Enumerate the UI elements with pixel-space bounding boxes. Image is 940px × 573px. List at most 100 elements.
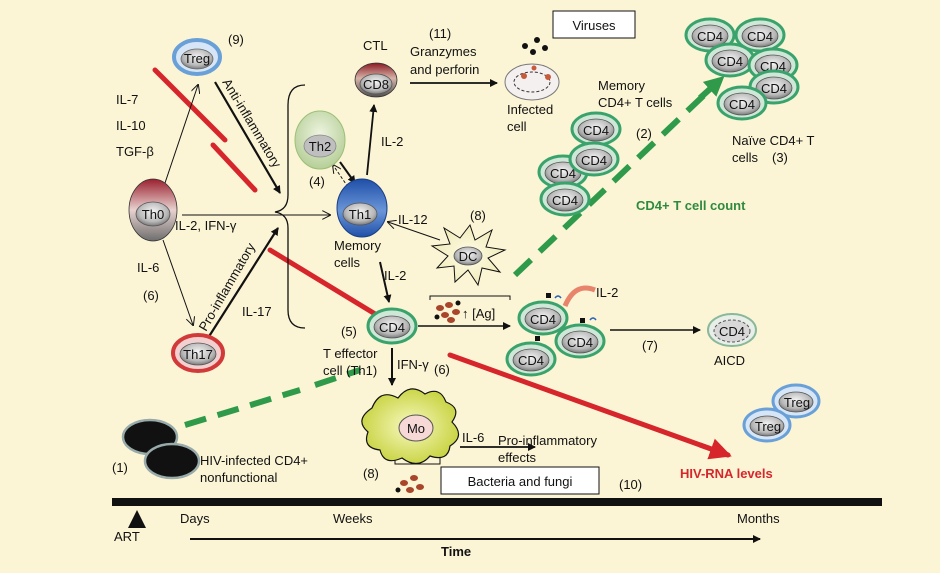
label-naive-1: Naïve CD4+ T bbox=[732, 133, 815, 148]
label-il17: IL-17 bbox=[242, 304, 272, 319]
th0-to-treg-arrow bbox=[164, 85, 198, 184]
svg-text:CD4: CD4 bbox=[729, 97, 755, 112]
label-ctl: CTL bbox=[363, 38, 388, 53]
label-il7: IL-7 bbox=[116, 92, 138, 107]
label-memory-cd4-2: CD4+ T cells bbox=[598, 95, 673, 110]
hiv-rna-arrowhead bbox=[699, 438, 732, 460]
th1-cell: Th1 bbox=[336, 178, 388, 238]
th2-cell: Th2 bbox=[294, 110, 346, 170]
pro-inflammatory-arrow bbox=[207, 227, 279, 339]
label-memory-cells-2: cells bbox=[334, 255, 361, 270]
macrophage-cell: Mo bbox=[361, 388, 460, 465]
svg-text:CD4: CD4 bbox=[567, 335, 593, 350]
bacteria-particles bbox=[395, 475, 424, 493]
label-2: (2) bbox=[636, 126, 652, 141]
dendritic-cell: DC bbox=[430, 223, 507, 287]
label-11: (11) bbox=[429, 26, 451, 41]
th17-cell-label: Th17 bbox=[183, 347, 213, 362]
label-time: Time bbox=[441, 544, 471, 559]
svg-text:CD4: CD4 bbox=[518, 353, 544, 368]
label-t-effector-2: cell (Th1) bbox=[323, 363, 377, 378]
th2-cell-label: Th2 bbox=[309, 139, 331, 154]
treg-cell: Treg bbox=[172, 38, 222, 76]
th2-to-th1-arrow bbox=[339, 161, 356, 184]
label-anti-inflammatory: Anti-inflammatory bbox=[219, 76, 284, 171]
art-marker bbox=[128, 510, 146, 528]
label-memory-cells-1: Memory bbox=[334, 238, 381, 253]
naive-cd4-cluster: CD4 CD4 CD4 CD4 CD4 CD4 bbox=[684, 17, 800, 121]
label-aicd: AICD bbox=[714, 353, 745, 368]
svg-text:CD4: CD4 bbox=[581, 153, 607, 168]
mo-cell-label: Mo bbox=[407, 421, 425, 436]
label-6-mid: (6) bbox=[434, 362, 450, 377]
label-infected: Infected bbox=[507, 102, 553, 117]
label-4: (4) bbox=[309, 174, 325, 189]
virus-particles bbox=[522, 37, 548, 55]
label-cd4-count: CD4+ T cell count bbox=[636, 198, 746, 213]
svg-text:Treg: Treg bbox=[784, 395, 810, 410]
label-t-effector-1: T effector bbox=[323, 346, 378, 361]
label-pro-effects-2: effects bbox=[498, 450, 537, 465]
cd8-cell: CD8 bbox=[354, 62, 398, 98]
label-6-left: (6) bbox=[143, 288, 159, 303]
label-months: Months bbox=[737, 511, 780, 526]
brace bbox=[274, 84, 306, 329]
cd4-effector-cell: CD4 bbox=[366, 307, 418, 345]
label-1: (1) bbox=[112, 460, 128, 475]
label-il12: IL-12 bbox=[398, 212, 428, 227]
th0-cell: Th0 bbox=[128, 178, 178, 242]
svg-text:CD4: CD4 bbox=[583, 123, 609, 138]
label-weeks: Weeks bbox=[333, 511, 373, 526]
label-tgfb: TGF-β bbox=[116, 144, 154, 159]
anti-inflammatory-arrow bbox=[214, 81, 281, 194]
label-days: Days bbox=[180, 511, 210, 526]
svg-text:CD4: CD4 bbox=[761, 81, 787, 96]
il2-feedback-arc bbox=[562, 285, 596, 308]
th1-cell-label: Th1 bbox=[349, 207, 371, 222]
dc-cell-label: DC bbox=[459, 249, 478, 264]
svg-text:CD4: CD4 bbox=[747, 29, 773, 44]
cd8-cell-label: CD8 bbox=[363, 77, 389, 92]
label-hiv-infected-1: HIV-infected CD4+ bbox=[200, 453, 308, 468]
treg-cell-label: Treg bbox=[184, 51, 210, 66]
cd4-count-line bbox=[184, 77, 723, 428]
dc-to-th1-arrow bbox=[388, 222, 441, 241]
label-hiv-rna: HIV-RNA levels bbox=[680, 466, 773, 481]
label-8-mo: (8) bbox=[363, 466, 379, 481]
label-pro-inflammatory: Pro-inflammatory bbox=[196, 240, 259, 334]
label-memory-cd4-1: Memory bbox=[598, 78, 645, 93]
th0-to-th17-arrow bbox=[162, 239, 193, 325]
th0-cell-label: Th0 bbox=[142, 207, 164, 222]
label-il2-th1: IL-2 bbox=[384, 268, 406, 283]
label-infected-cell: cell bbox=[507, 119, 527, 134]
antigen-particles bbox=[434, 300, 461, 323]
treg-pair: Treg Treg bbox=[742, 383, 821, 443]
label-il2-ifng: IL-2, IFN-γ bbox=[175, 218, 237, 233]
infected-cell bbox=[504, 63, 560, 101]
svg-text:CD4: CD4 bbox=[717, 54, 743, 69]
label-il6-mid: IL-6 bbox=[462, 430, 484, 445]
th1-to-cd8-arrow bbox=[366, 104, 378, 176]
label-ifng: IFN-γ bbox=[397, 357, 429, 372]
label-9: (9) bbox=[228, 32, 244, 47]
viruses-box: Viruses bbox=[552, 10, 636, 39]
bacteria-box: Bacteria and fungi bbox=[440, 466, 600, 495]
cd4-effector-label: CD4 bbox=[379, 320, 405, 335]
activated-cd4-cluster: CD4 CD4 CD4 bbox=[505, 293, 606, 377]
label-5: (5) bbox=[341, 324, 357, 339]
svg-text:CD4: CD4 bbox=[550, 166, 576, 181]
label-hiv-infected-2: nonfunctional bbox=[200, 470, 277, 485]
label-il10: IL-10 bbox=[116, 118, 146, 133]
ag-bracket bbox=[429, 295, 511, 300]
svg-text:Treg: Treg bbox=[755, 419, 781, 434]
label-7: (7) bbox=[642, 338, 658, 353]
timeline-bar bbox=[112, 498, 882, 506]
label-3: (3) bbox=[772, 150, 788, 165]
svg-text:Viruses: Viruses bbox=[572, 18, 616, 33]
label-pro-effects-1: Pro-inflammatory bbox=[498, 433, 597, 448]
aicd-cell-label: CD4 bbox=[719, 324, 745, 339]
svg-text:CD4: CD4 bbox=[552, 193, 578, 208]
svg-text:Bacteria and fungi: Bacteria and fungi bbox=[468, 474, 573, 489]
svg-text:CD4: CD4 bbox=[530, 312, 556, 327]
